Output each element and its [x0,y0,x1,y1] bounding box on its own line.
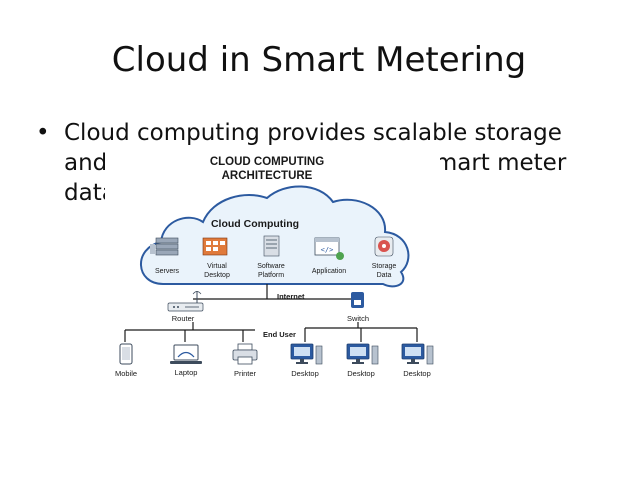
service-label-application: Application [312,268,346,275]
device-label-laptop: Laptop [175,368,198,377]
service-label-desktop: Desktop [204,272,230,279]
switch-icon [351,292,364,308]
device-label-desktop-2: Desktop [347,369,375,378]
storage-data-icon [374,236,394,257]
service-label-platform: Platform [258,272,284,279]
servers-icon [150,237,179,256]
desktop-icon [346,343,379,365]
device-label-printer: Printer [234,369,257,378]
device-label-desktop-1: Desktop [291,369,319,378]
desktop-icon [401,343,434,365]
service-label-servers: Servers [155,268,180,275]
slide-title: Cloud in Smart Metering [111,40,527,80]
service-label-storage: Storage [372,263,397,270]
diagram-heading-line2: ARCHITECTURE [222,170,313,182]
desktop-icon [290,343,323,365]
cloud-label: Cloud Computing [211,218,299,230]
internet-label: Internet [277,292,305,301]
switch-label: Switch [347,314,369,323]
end-user-label: End User [263,330,296,339]
cloud-architecture-diagram: CLOUD COMPUTING ARCHITECTURE Cloud Compu… [105,150,440,395]
router-label: Router [172,314,195,323]
device-label-desktop-3: Desktop [403,369,431,378]
bullet-marker: • [36,120,50,146]
service-label-data: Data [377,272,392,279]
router-icon [167,291,204,312]
software-platform-icon [263,235,280,257]
virtual-desktop-icon [202,237,228,256]
service-label-virtual: Virtual [207,263,227,270]
service-label-software: Software [257,263,285,270]
svg-text:</>: </> [321,246,334,254]
diagram-heading-line1: CLOUD COMPUTING [210,156,324,168]
laptop-icon [170,344,202,364]
mobile-icon [119,343,133,365]
application-icon: </> [314,237,344,260]
diagram-canvas: CLOUD COMPUTING ARCHITECTURE Cloud Compu… [115,156,434,378]
device-label-mobile: Mobile [115,369,137,378]
printer-icon [232,343,258,365]
